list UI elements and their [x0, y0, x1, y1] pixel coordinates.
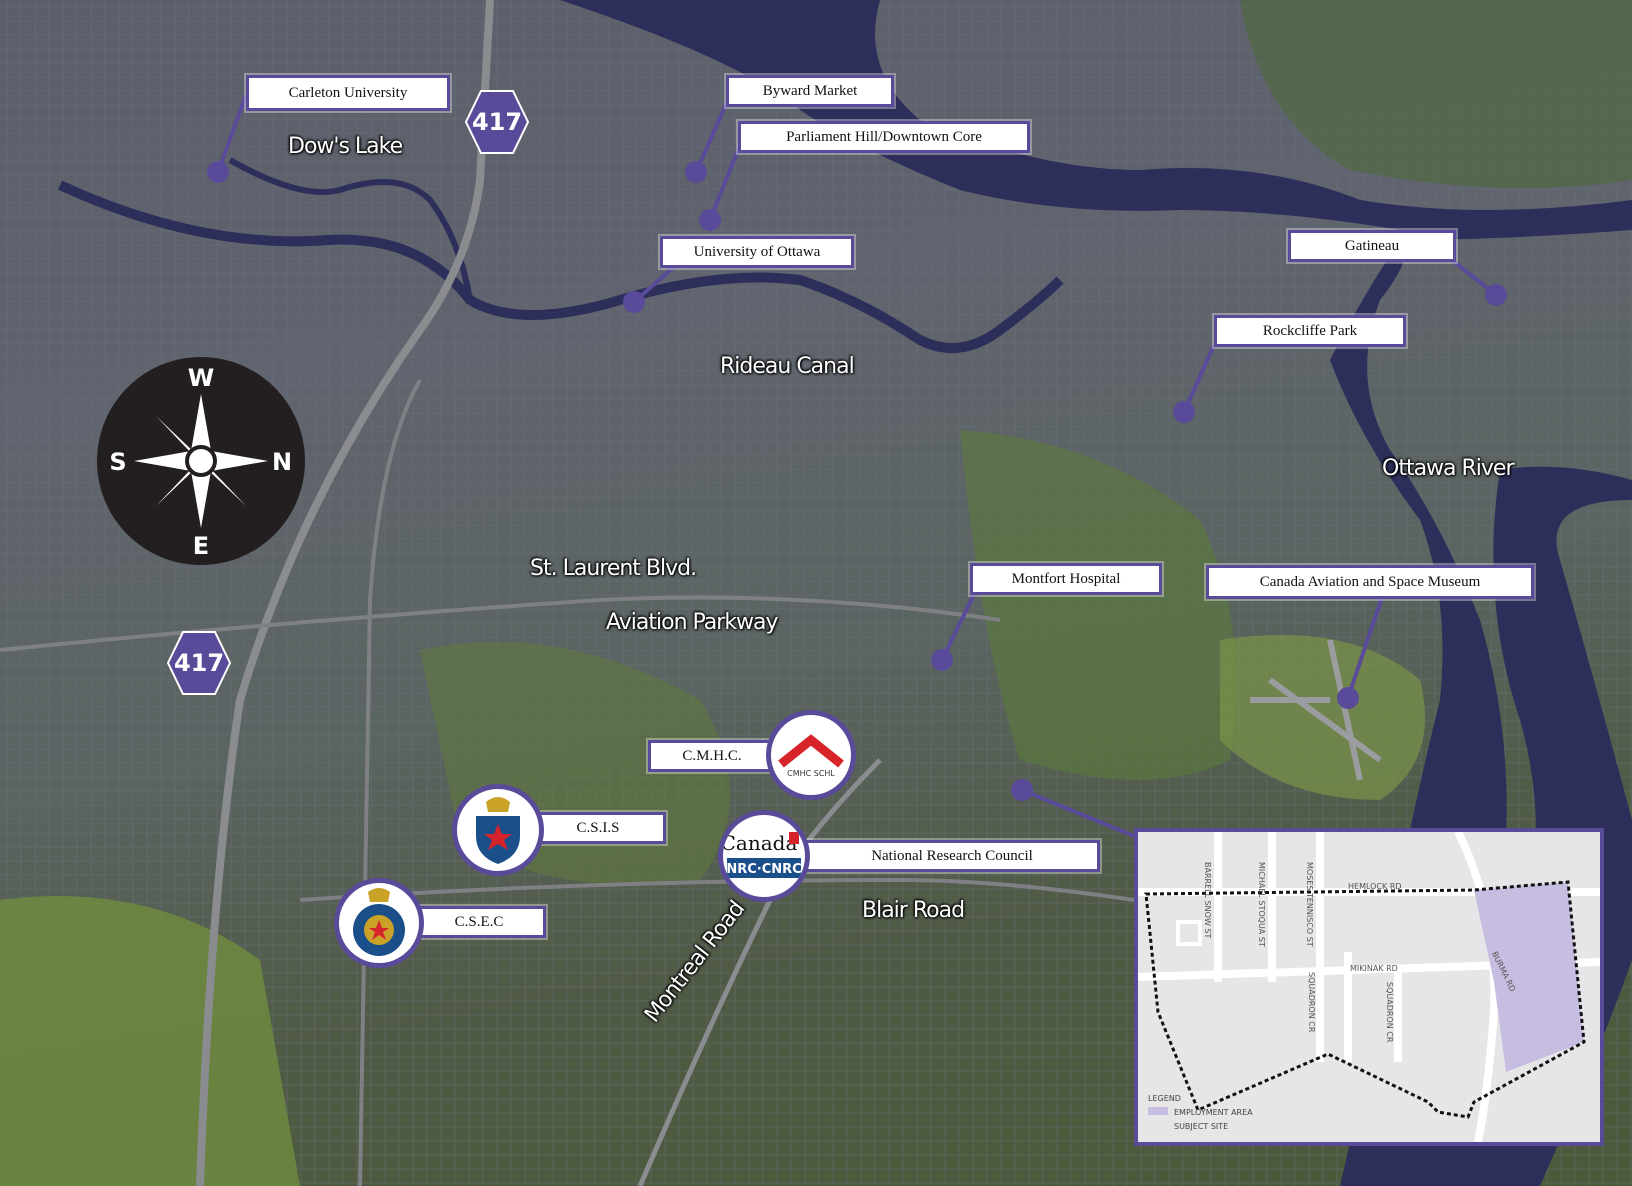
- label-st-laurent-blvd: St. Laurent Blvd.: [530, 556, 697, 581]
- callout-university-of-ottawa: University of Ottawa: [660, 236, 854, 268]
- leader-rockcliffe: [1182, 344, 1216, 413]
- subject-site-boundary: [1144, 880, 1586, 1119]
- callout-aviation-space-museum: Canada Aviation and Space Museum: [1206, 565, 1534, 599]
- runways: [1250, 639, 1382, 781]
- nrc-logo: Canada NRC·CNRC: [718, 810, 810, 902]
- street-michael-stoqua: MICHAEL STOQUA ST: [1257, 862, 1266, 947]
- nrc-canada-wordmark: Canada: [723, 831, 797, 855]
- cmhc-logo-text: CMHC SCHL: [787, 769, 835, 778]
- leader-montfort: [940, 589, 978, 661]
- pin-parliament: [699, 209, 721, 231]
- callout-gatineau: Gatineau: [1288, 230, 1456, 262]
- label-rideau-canal: Rideau Canal: [720, 354, 855, 379]
- compass-right-letter: N: [272, 448, 292, 476]
- csec-crest-logo: [334, 878, 424, 968]
- callout-byward-market: Byward Market: [726, 75, 894, 107]
- callout-csec: C.S.E.C: [412, 906, 546, 938]
- label-dows-lake: Dow's Lake: [288, 134, 403, 159]
- compass-left-letter: S: [109, 448, 126, 476]
- golf-course-area: [0, 896, 300, 1186]
- blair-road-line: [299, 877, 1135, 902]
- street-squadron-cr-east: SQUADRON CR: [1385, 982, 1394, 1043]
- green-space: [960, 430, 1236, 780]
- st-laurent-line: [358, 379, 422, 1186]
- pin-uottawa: [623, 291, 645, 313]
- highway-shield-417-north: 417: [464, 89, 530, 155]
- highway-shield-417-south: 417: [166, 630, 232, 696]
- employment-area-zone: [1474, 882, 1584, 1072]
- leader-subject-site: [1021, 788, 1135, 838]
- street-barrell-snow: BARRELL SNOW ST: [1203, 862, 1212, 939]
- rideau-canal: [228, 157, 473, 301]
- label-ottawa-river: Ottawa River: [1382, 456, 1515, 481]
- callout-montfort-hospital: Montfort Hospital: [970, 563, 1162, 595]
- pin-gatineau: [1485, 284, 1507, 306]
- montreal-road-line: [637, 758, 882, 1186]
- maple-leaf-icon: [369, 920, 389, 940]
- legend-employment-area: EMPLOYMENT AREA: [1174, 1108, 1253, 1117]
- legend-swatch-employment: [1148, 1107, 1168, 1115]
- pin-montfort: [931, 649, 953, 671]
- leader-byward: [694, 99, 730, 173]
- pin-byward: [685, 161, 707, 183]
- pin-rockcliffe: [1173, 401, 1195, 423]
- pin-subject-site: [1011, 779, 1033, 801]
- aviation-parkway-line: [0, 595, 1001, 652]
- callout-carleton-university: Carleton University: [246, 75, 450, 111]
- legend-title: LEGEND: [1148, 1094, 1181, 1103]
- leader-carleton: [216, 94, 248, 173]
- site-inset-map: BARRELL SNOW ST MICHAEL STOQUA ST MOSES …: [1134, 828, 1604, 1146]
- crown-icon: [486, 797, 510, 812]
- north-green: [1240, 0, 1632, 188]
- street-moses-tennisco: MOSES TENNISCO ST: [1305, 862, 1314, 947]
- shield-number: 417: [471, 108, 523, 136]
- maple-leaf-icon: [484, 824, 512, 850]
- legend-subject-site: SUBJECT SITE: [1174, 1122, 1229, 1131]
- callout-national-research-council: National Research Council: [804, 840, 1100, 872]
- callout-parliament-hill: Parliament Hill/Downtown Core: [738, 121, 1030, 153]
- pin-carleton: [207, 161, 229, 183]
- street-squadron-cr-west: SQUADRON CR: [1307, 972, 1316, 1033]
- label-blair-road: Blair Road: [862, 898, 965, 923]
- callout-csis: C.S.I.S: [530, 812, 666, 844]
- compass-rose: W S N E: [96, 356, 306, 566]
- crown-icon: [368, 888, 390, 902]
- label-aviation-parkway: Aviation Parkway: [606, 610, 779, 635]
- flag-icon: [789, 832, 799, 844]
- callout-cmhc: C.M.H.C.: [648, 740, 776, 772]
- cmhc-logo: CMHC SCHL: [766, 710, 856, 800]
- highway-417-road: [196, 0, 494, 1186]
- callout-rockcliffe-park: Rockcliffe Park: [1214, 315, 1406, 347]
- compass-top-letter: W: [188, 364, 214, 392]
- leader-parliament: [708, 144, 742, 221]
- csis-crest-logo: [452, 784, 544, 876]
- shield-number: 417: [173, 649, 225, 677]
- leader-aviation-museum: [1346, 596, 1384, 699]
- street-hemlock-rd: HEMLOCK RD: [1348, 882, 1402, 891]
- pin-aviation-museum: [1337, 687, 1359, 709]
- street-mikinak-rd: MIKINAK RD: [1350, 964, 1398, 973]
- nrc-acronym: NRC·CNRC: [726, 862, 801, 877]
- compass-bottom-letter: E: [193, 532, 209, 560]
